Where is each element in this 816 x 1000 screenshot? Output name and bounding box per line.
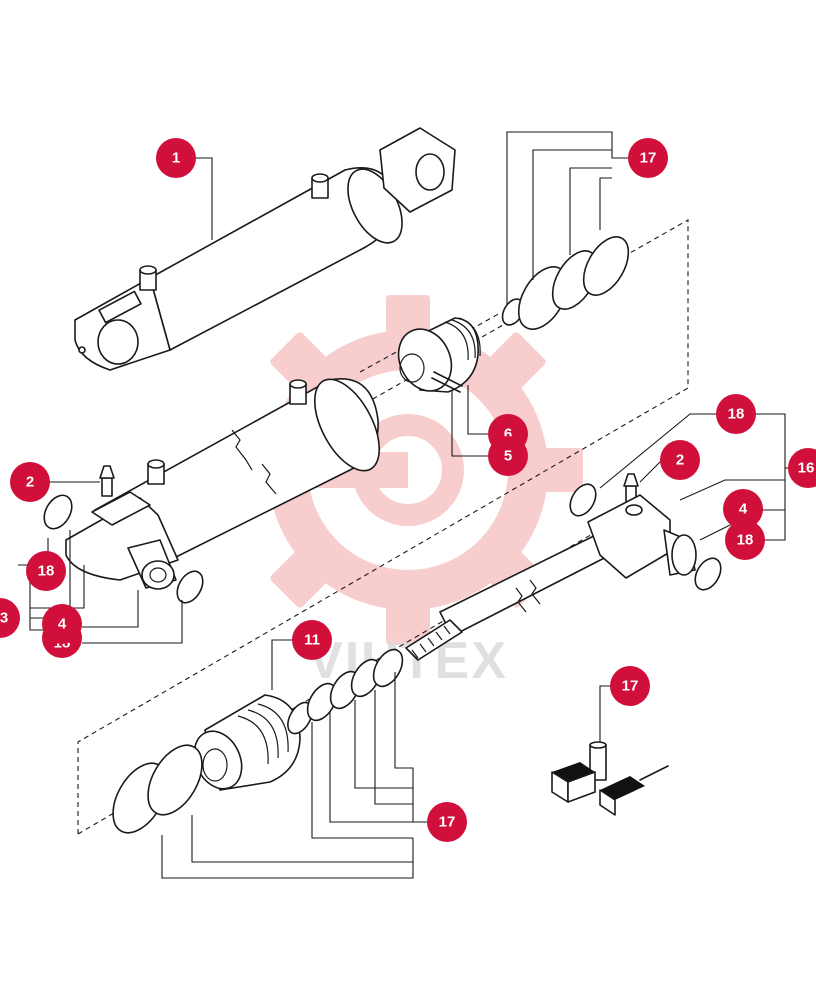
cylinder-barrel — [65, 378, 381, 590]
svg-text:16: 16 — [798, 460, 815, 477]
callout-16[interactable]: 16 — [788, 448, 816, 488]
svg-text:1: 1 — [172, 150, 180, 167]
svg-text:18: 18 — [737, 532, 754, 549]
gland-nut — [193, 694, 301, 791]
callout-1[interactable]: 1 — [156, 138, 196, 178]
svg-text:18: 18 — [728, 406, 745, 423]
piston — [397, 317, 481, 393]
callout-18-right-top[interactable]: 18 — [716, 394, 756, 434]
callout-3[interactable]: 3 — [0, 598, 20, 638]
svg-text:11: 11 — [304, 632, 320, 649]
seal-ring-left-bottom — [176, 570, 204, 604]
cylinder-assembly — [74, 127, 456, 371]
callout-18-left[interactable]: 18 — [26, 551, 66, 591]
callout-17-tool[interactable]: 17 — [610, 666, 650, 706]
callout-4-left[interactable]: 4 — [42, 604, 82, 644]
svg-text:5: 5 — [504, 448, 512, 465]
callout-18-right-bottom[interactable]: 18 — [725, 520, 765, 560]
svg-text:4: 4 — [739, 501, 748, 518]
callout-5[interactable]: 5 — [488, 436, 528, 476]
callout-labels: 1 17 6 5 2 18 3 18 4 18 2 16 4 18 11 17 … — [0, 138, 816, 842]
svg-text:3: 3 — [0, 610, 8, 627]
top-seal-kit — [501, 236, 630, 330]
assembly-tool-icon — [551, 741, 669, 816]
callout-17-bottom[interactable]: 17 — [427, 802, 467, 842]
grease-nipple-left — [99, 465, 115, 497]
seal-ring-left-top — [43, 494, 73, 530]
piston-rod-assembly — [405, 494, 697, 661]
svg-text:2: 2 — [26, 474, 34, 491]
svg-text:4: 4 — [58, 616, 67, 633]
callout-2-left[interactable]: 2 — [10, 462, 50, 502]
callout-11[interactable]: 11 — [292, 620, 332, 660]
seal-ring-right-top — [569, 483, 597, 517]
bottom-seal-kit — [112, 648, 404, 834]
callout-17-top[interactable]: 17 — [628, 138, 668, 178]
svg-text:17: 17 — [439, 814, 456, 831]
svg-text:18: 18 — [38, 563, 55, 580]
svg-text:6: 6 — [504, 426, 512, 443]
callout-2-right[interactable]: 2 — [660, 440, 700, 480]
seal-ring-right-bottom — [694, 557, 722, 591]
svg-text:17: 17 — [640, 150, 657, 167]
svg-text:2: 2 — [676, 452, 684, 469]
svg-text:17: 17 — [622, 678, 639, 695]
callout-4-right[interactable]: 4 — [723, 489, 763, 529]
